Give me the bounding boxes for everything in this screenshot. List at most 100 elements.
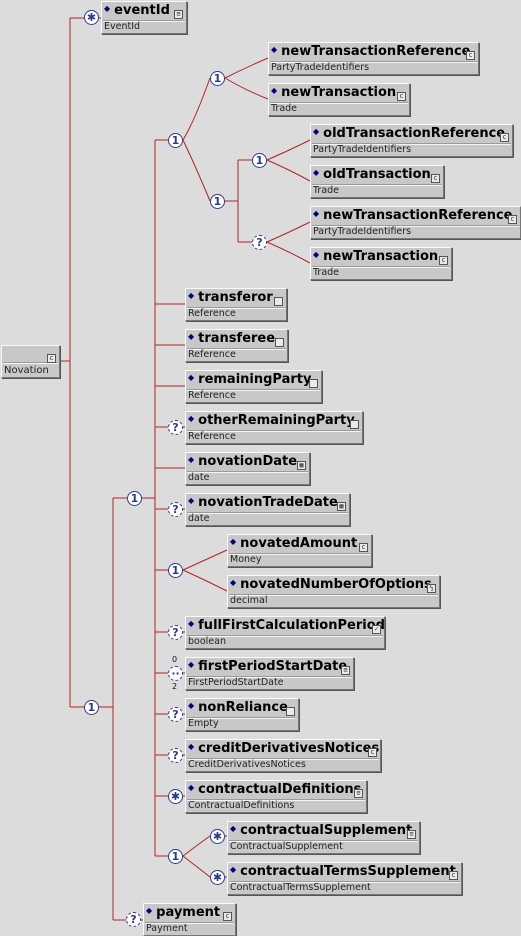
element-new-transaction[interactable]: ◆newTransaction Trade c (268, 83, 410, 116)
element-type: date (188, 472, 210, 483)
element-transferee[interactable]: ◆transferee Reference (185, 329, 288, 362)
connector-supplement-choice (182, 835, 227, 878)
element-transferor[interactable]: ◆transferor Reference (185, 288, 287, 321)
element-first-period-start-date[interactable]: ◆firstPeriodStartDate FirstPeriodStartDa… (185, 657, 354, 690)
element-diamond-icon: ◆ (313, 127, 320, 136)
element-contractual-supplement[interactable]: ◆contractualSupplement ContractualSupple… (227, 821, 420, 854)
element-diamond-icon: ◆ (313, 209, 320, 218)
element-novation-date[interactable]: ◆novationDate date ▦ (185, 452, 310, 485)
element-diamond-icon: ◆ (230, 537, 237, 546)
element-type: Trade (271, 103, 298, 114)
element-name: novationDate (198, 454, 298, 469)
calendar-icon: ▦ (337, 502, 346, 511)
element-credit-derivatives-notices[interactable]: ◆creditDerivativesNotices CreditDerivati… (185, 739, 381, 772)
connector-amount-choice (182, 549, 228, 592)
element-diamond-icon: ◆ (230, 578, 237, 587)
element-old-transaction-reference[interactable]: ◆oldTransactionReference PartyTradeIdent… (310, 124, 513, 157)
simple-type-icon: ≡ (407, 830, 416, 839)
reference-icon (309, 379, 318, 388)
element-event-id[interactable]: ◆eventId EventId ≡ (101, 1, 187, 34)
element-type: Reference (188, 308, 236, 319)
element-name: firstPeriodStartDate (198, 659, 348, 674)
element-diamond-icon: ◆ (188, 455, 195, 464)
choice-compositor-transactions[interactable]: 1 (168, 133, 183, 148)
element-contractual-terms-supplement[interactable]: ◆contractualTermsSupplement ContractualT… (227, 862, 462, 895)
element-type: Reference (188, 390, 236, 401)
complex-type-icon: c (500, 133, 509, 142)
sequence-compositor-root[interactable]: 1 (84, 700, 99, 715)
element-other-remaining-party[interactable]: ◆otherRemainingParty Reference (185, 411, 363, 444)
occurrence-optional-other-remaining-party: ? (168, 420, 183, 435)
element-name: novationTradeDate (198, 495, 338, 510)
element-diamond-icon: ◆ (271, 45, 278, 54)
element-name: novatedAmount (240, 536, 358, 551)
element-diamond-icon: ◆ (188, 373, 195, 382)
element-novation-trade-date[interactable]: ◆novationTradeDate date ▦ (185, 493, 350, 526)
connector-old-seq (266, 139, 311, 182)
complex-type-icon: c (431, 174, 440, 183)
connector-old-opt-seq (266, 221, 311, 264)
element-name: contractualSupplement (240, 823, 413, 838)
element-name: fullFirstCalculationPeriod (198, 618, 385, 633)
occurrence-optional-novation-trade-date: ? (168, 502, 183, 517)
element-name: nonReliance (198, 700, 288, 715)
element-diamond-icon: ◆ (188, 291, 195, 300)
reference-icon (275, 338, 284, 347)
element-diamond-icon: ◆ (313, 168, 320, 177)
connector-root-seq (99, 497, 127, 921)
complex-type-icon: c (223, 912, 232, 921)
element-novated-amount[interactable]: ◆novatedAmount Money c (227, 534, 372, 567)
element-type: Reference (188, 349, 236, 360)
complex-type-icon: c (397, 92, 406, 101)
sequence-compositor-old-transaction[interactable]: 1 (252, 153, 267, 168)
element-type: date (188, 513, 210, 524)
element-type: ContractualTermsSupplement (230, 882, 371, 893)
choice-compositor-amount[interactable]: 1 (168, 563, 183, 578)
sequence-compositor-new-transaction[interactable]: 1 (210, 71, 225, 86)
element-diamond-icon: ◆ (188, 783, 195, 792)
element-diamond-icon: ◆ (188, 619, 195, 628)
optional-sequence-compositor[interactable]: ? (252, 235, 267, 250)
choice-compositor-old-transaction[interactable]: 1 (210, 194, 225, 209)
element-new-transaction-optional[interactable]: ◆newTransaction Trade c (310, 247, 452, 280)
element-new-transaction-reference-optional[interactable]: ◆newTransactionReference PartyTradeIdent… (310, 206, 521, 239)
element-novated-number-of-options[interactable]: ◆novatedNumberOfOptions decimal ½ (227, 575, 440, 608)
element-name: newTransactionReference (323, 208, 513, 223)
element-old-transaction[interactable]: ◆oldTransaction Trade c (310, 165, 444, 198)
element-diamond-icon: ◆ (313, 250, 320, 259)
element-type: Trade (313, 267, 340, 278)
connector-new-seq (224, 57, 269, 100)
element-diamond-icon: ◆ (146, 906, 153, 915)
complex-type-icon: c (368, 748, 377, 757)
choice-compositor-supplement[interactable]: 1 (168, 849, 183, 864)
occurrence-min-first-period-start-date: 0 (172, 655, 178, 664)
element-diamond-icon: ◆ (188, 660, 195, 669)
element-name: contractualTermsSupplement (240, 864, 456, 879)
element-payment[interactable]: ◆payment Payment c (143, 903, 236, 936)
root-element-novation[interactable]: Novation c (1, 345, 60, 378)
element-type: PartyTradeIdentifiers (313, 226, 412, 237)
complex-type-icon: c (439, 256, 448, 265)
connector-simple-children (155, 303, 185, 469)
occurrence-optional-full-first-calculation-period: ? (168, 625, 183, 640)
element-name: transferee (198, 331, 276, 346)
element-contractual-definitions[interactable]: ◆contractualDefinitions ContractualDefin… (185, 780, 367, 813)
element-non-reliance[interactable]: ◆nonReliance Empty (185, 698, 299, 731)
simple-type-icon: ≡ (174, 10, 183, 19)
connector-outer-seq-b (155, 426, 185, 571)
reference-icon (350, 420, 359, 429)
occurrence-optional-credit-derivatives-notices: ? (168, 748, 183, 763)
element-full-first-calculation-period[interactable]: ◆fullFirstCalculationPeriod boolean ✓ (185, 616, 385, 649)
sequence-compositor-outer[interactable]: 1 (127, 491, 142, 506)
element-diamond-icon: ◆ (230, 824, 237, 833)
element-type: boolean (188, 636, 226, 647)
element-name: oldTransactionReference (323, 126, 506, 141)
element-name: oldTransaction (323, 167, 431, 182)
reference-icon (274, 297, 283, 306)
element-diamond-icon: ◆ (104, 4, 111, 13)
element-new-transaction-reference[interactable]: ◆newTransactionReference PartyTradeIdent… (268, 42, 479, 75)
element-remaining-party[interactable]: ◆remainingParty Reference (185, 370, 322, 403)
element-type: EventId (104, 21, 141, 32)
element-diamond-icon: ◆ (188, 701, 195, 710)
